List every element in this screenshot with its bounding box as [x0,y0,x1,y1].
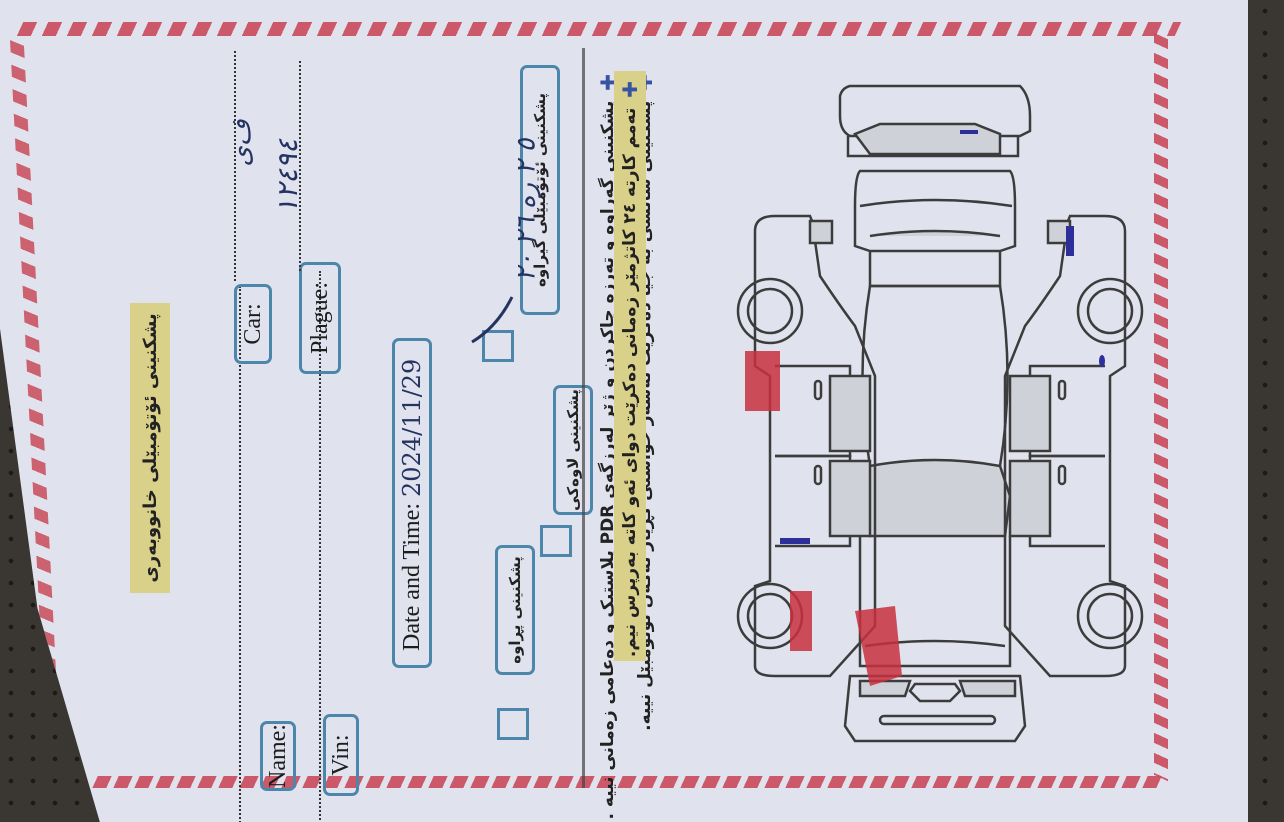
checkbox-full-inspection[interactable] [497,708,529,740]
blue-mark [1066,226,1074,256]
damage-marks [745,130,1105,686]
option-full-inspection: پشکنینی پڕاوە [495,545,535,675]
decorative-border-left [10,40,63,805]
name-label: Name: [260,721,296,791]
plus-icon: ✚ [618,81,642,98]
section-divider [582,48,585,788]
name-line[interactable] [239,286,241,822]
option-secondary-inspection: پشکنینی لاوەکی [553,385,593,515]
checkbox-vehicle-inspected[interactable] [482,330,514,362]
plague-value[interactable]: ١٢٤٩٤ [271,138,305,215]
blue-mark [1099,355,1105,367]
rear-view-outline [838,84,1032,138]
checkmark-icon [471,296,514,344]
blue-mark [960,130,978,134]
decorative-border-top [16,22,1182,36]
car-value[interactable]: ف‌ی [226,119,257,167]
red-damage-mark [745,351,780,411]
vin-label: Vin: [323,714,359,796]
bullet-item-highlighted: ✚ تەمم کارتە ٢٤ کاتژمێر زەمانی دەکرێت دو… [614,71,646,661]
bullet-text: تەمم کارتە ٢٤ کاتژمێر زەمانی دەکرێت دوای… [620,107,640,658]
form-title: پشکنینی ئۆتۆمبێلی خانووبەری [130,303,170,593]
car-label: Car: [234,284,272,364]
red-damage-mark [855,606,902,686]
checkbox-secondary-inspection[interactable] [540,525,572,557]
decorative-border-bottom [92,776,1166,788]
decorative-border-right [1154,32,1168,782]
form-paper: پشکنینی ئۆتۆمبێلی خانووبەری Name: Vin: C… [0,0,1248,822]
datetime-field[interactable]: Date and Time: 2024/11/29 [392,338,432,668]
blue-mark [780,538,810,544]
plague-label: Plague: [299,262,341,374]
red-damage-mark [790,591,812,651]
handwritten-note: ٥ ٢ رە ٢٦ ٢٠ [511,138,542,282]
datetime-label: Date and Time: [398,503,425,651]
datetime-value: 2024/11/29 [398,358,426,497]
car-damage-diagram[interactable] [730,76,1150,756]
